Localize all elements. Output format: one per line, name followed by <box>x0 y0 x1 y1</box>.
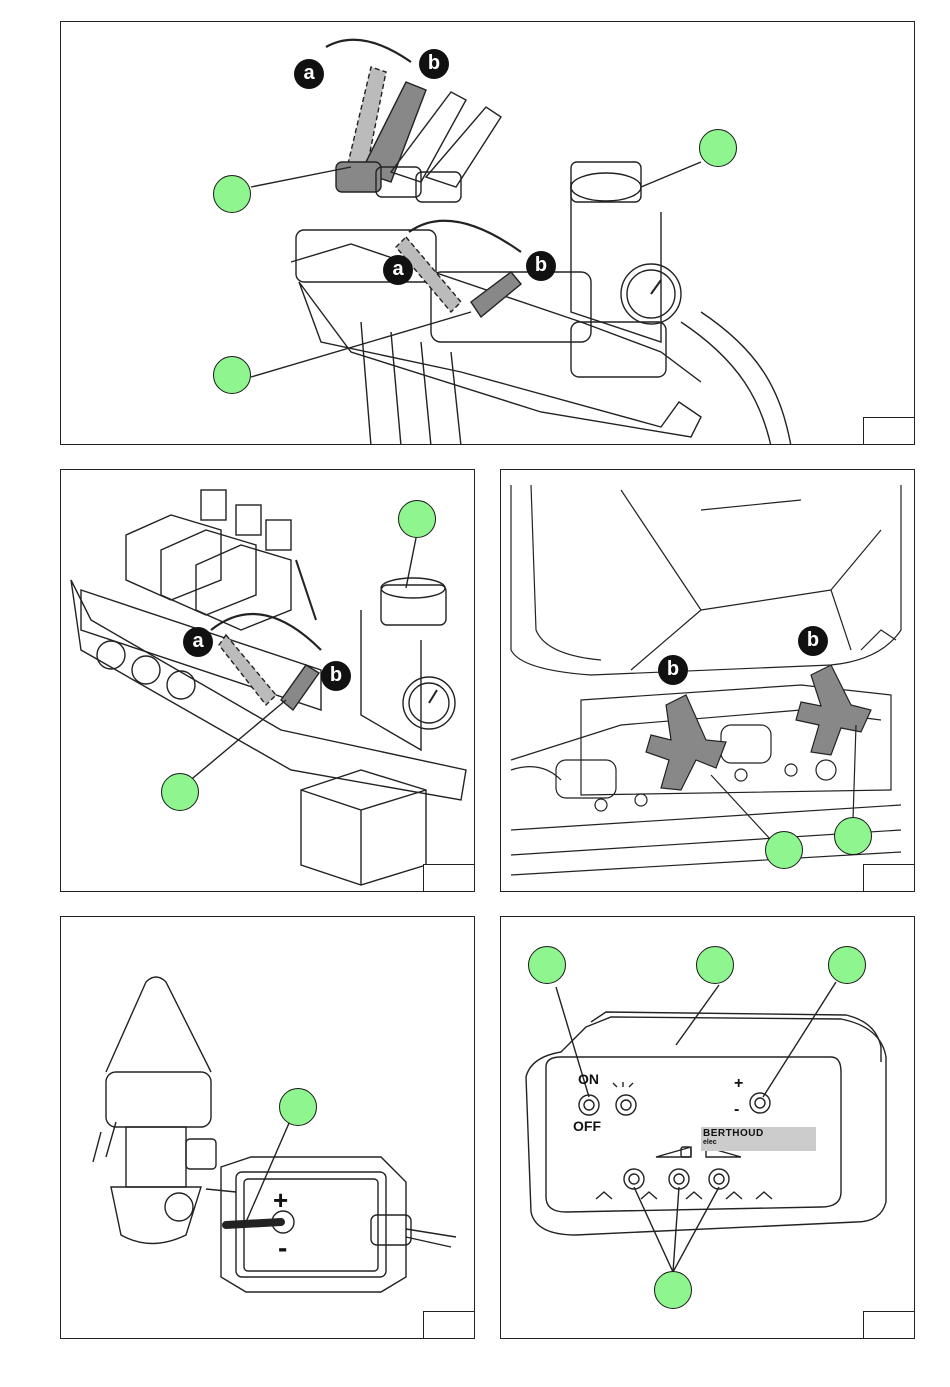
switch-on-label: ON <box>578 1071 599 1087</box>
position-label-b: b <box>798 626 828 656</box>
callout-circle <box>279 1088 317 1126</box>
callout-circle <box>699 129 737 167</box>
switch-plus-label: + <box>273 1185 288 1216</box>
callout-circle <box>398 500 436 538</box>
figure-4-panel: + - <box>60 916 475 1339</box>
figure-3-panel: b b <box>500 469 915 892</box>
position-label-a: a <box>183 627 213 657</box>
callout-circle <box>213 175 251 213</box>
figure-number-tab <box>863 1311 915 1339</box>
figure-4-illustration <box>61 917 475 1339</box>
position-label-a: a <box>294 59 324 89</box>
figure-number-tab <box>423 1311 475 1339</box>
switch-minus-label: - <box>734 1101 739 1119</box>
switch-plus-label: + <box>734 1075 743 1093</box>
figure-number-tab <box>863 417 915 445</box>
figure-1-panel: a b a b <box>60 21 915 445</box>
switch-off-label: OFF <box>573 1118 601 1134</box>
figure-number-tab <box>423 864 475 892</box>
callout-circle <box>161 773 199 811</box>
brand-logo-text: BERTHOUD <box>703 1128 764 1139</box>
position-label-a: a <box>383 255 413 285</box>
figure-1-illustration <box>61 22 915 445</box>
figure-5-panel: ON OFF + - BERTHOUD elec <box>500 916 915 1339</box>
callout-circle <box>765 831 803 869</box>
switch-minus-label: - <box>278 1232 287 1264</box>
position-label-b: b <box>321 661 351 691</box>
position-label-b: b <box>658 655 688 685</box>
figure-number-tab <box>863 864 915 892</box>
position-label-b: b <box>419 49 449 79</box>
position-label-b: b <box>526 251 556 281</box>
callout-circle <box>696 946 734 984</box>
callout-circle <box>834 817 872 855</box>
callout-circle <box>528 946 566 984</box>
callout-circle <box>654 1271 692 1309</box>
callout-circle <box>828 946 866 984</box>
callout-circle <box>213 356 251 394</box>
figure-2-panel: a b <box>60 469 475 892</box>
brand-sub-text: elec <box>703 1139 717 1146</box>
